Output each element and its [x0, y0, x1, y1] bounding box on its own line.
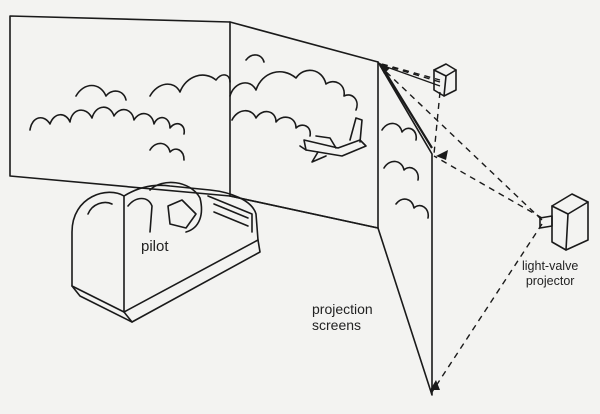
ray-main-mid: [379, 65, 543, 221]
projector-line2: projector: [525, 274, 575, 288]
cloud-middle-wall: [229, 54, 358, 137]
light-valve-projector-label: light-valve projector: [522, 259, 578, 289]
projection-screens-line2: screens: [312, 317, 362, 333]
projector-box: [539, 193, 589, 251]
projection-screens-label: projection screens: [312, 301, 373, 333]
floor-line: [229, 195, 379, 229]
projection-screens-line1: projection: [312, 301, 373, 317]
ray-small-to-lower: [433, 91, 441, 155]
ray-upper-short: [381, 63, 441, 81]
arrow-to-screen-top: [383, 69, 433, 149]
cloud-left-top: [149, 74, 231, 97]
projector-line1: light-valve: [522, 259, 579, 273]
cloud-left-wall: [29, 84, 186, 161]
left-wall: [9, 15, 231, 197]
front-projection-screen: [377, 61, 433, 396]
ray-main-lower: [431, 223, 543, 393]
pilot-label: pilot: [141, 238, 169, 255]
ray-main-upper: [433, 155, 543, 219]
small-projector-box: [433, 63, 457, 97]
aircraft-icon: [299, 117, 367, 163]
cockpit-capsule: [71, 181, 261, 323]
cloud-front-screen: [381, 122, 430, 219]
